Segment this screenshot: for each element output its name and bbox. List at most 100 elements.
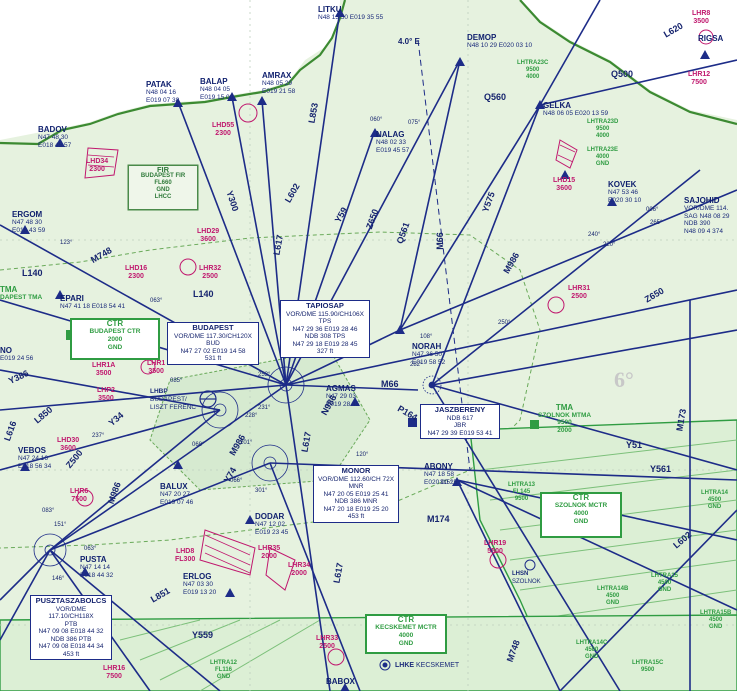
bearing-label: 123° [60, 240, 73, 246]
airway-y559[interactable]: Y559 [192, 630, 214, 640]
airway-m66b[interactable]: M66 [381, 379, 399, 389]
bearing-label: 265° [650, 220, 663, 226]
tma-marker [530, 420, 539, 429]
airway-q500[interactable]: Q500 [611, 69, 634, 79]
airway-m174[interactable]: M174 [427, 514, 450, 524]
navaid-tapiosap[interactable]: TAPIOSAP VOR/DME 115.90/CH106X TPS N47 2… [280, 300, 370, 358]
airport-lhbp [199, 390, 217, 408]
airway-l140a[interactable]: L140 [22, 268, 43, 278]
bearing-label: 220° [603, 242, 616, 248]
bearing-label: 120° [356, 452, 369, 458]
airway-q560[interactable]: Q560 [484, 92, 507, 102]
bearing-label: 231° [258, 405, 271, 411]
lhtra-hatch-2 [119, 619, 321, 691]
bearing-label: 315° [440, 480, 453, 486]
declination-label: 4.0° E [398, 37, 420, 46]
navaid-pusztaszabolcs[interactable]: PUSZTASZABOLCS VOR/DME 117.10/CH118X PTB… [30, 595, 112, 660]
bearing-label: 240° [588, 232, 601, 238]
foreign-area [0, 0, 340, 142]
bearing-label: 085° [170, 378, 183, 384]
waypoint-rigsa[interactable]: RIGSA [698, 34, 724, 43]
vor-rose-lhbp [201, 391, 239, 429]
waypoint-markers [20, 8, 710, 691]
navaid-monor[interactable]: MONOR VOR/DME 112.60/CH 72X MNR N47 20 0… [313, 465, 399, 523]
airway-m66[interactable]: M66 [434, 232, 445, 250]
bearing-label: 060° [370, 117, 383, 123]
navaid-jaszbereny[interactable]: JASZBERENY NDB 617 JBR N47 29 39 E019 53… [420, 404, 500, 439]
bearing-label: 068° [192, 442, 205, 448]
waypoint-babox[interactable]: BABOX [326, 677, 355, 686]
bearing-label: 083° [42, 508, 55, 514]
airway-l140b[interactable]: L140 [193, 289, 214, 299]
vor-rose-budapest [267, 366, 305, 404]
airway-y51[interactable]: Y51 [626, 440, 643, 450]
airway-y561[interactable]: Y561 [650, 464, 672, 474]
bearing-label: 301° [255, 488, 268, 494]
bearing-label: 108° [420, 334, 433, 340]
airport-lhke-label[interactable]: LHKE KECSKEMET [395, 662, 460, 669]
navaid-budapest[interactable]: BUDAPEST VOR/DME 117.30/CH120X BUD N47 2… [167, 322, 259, 365]
